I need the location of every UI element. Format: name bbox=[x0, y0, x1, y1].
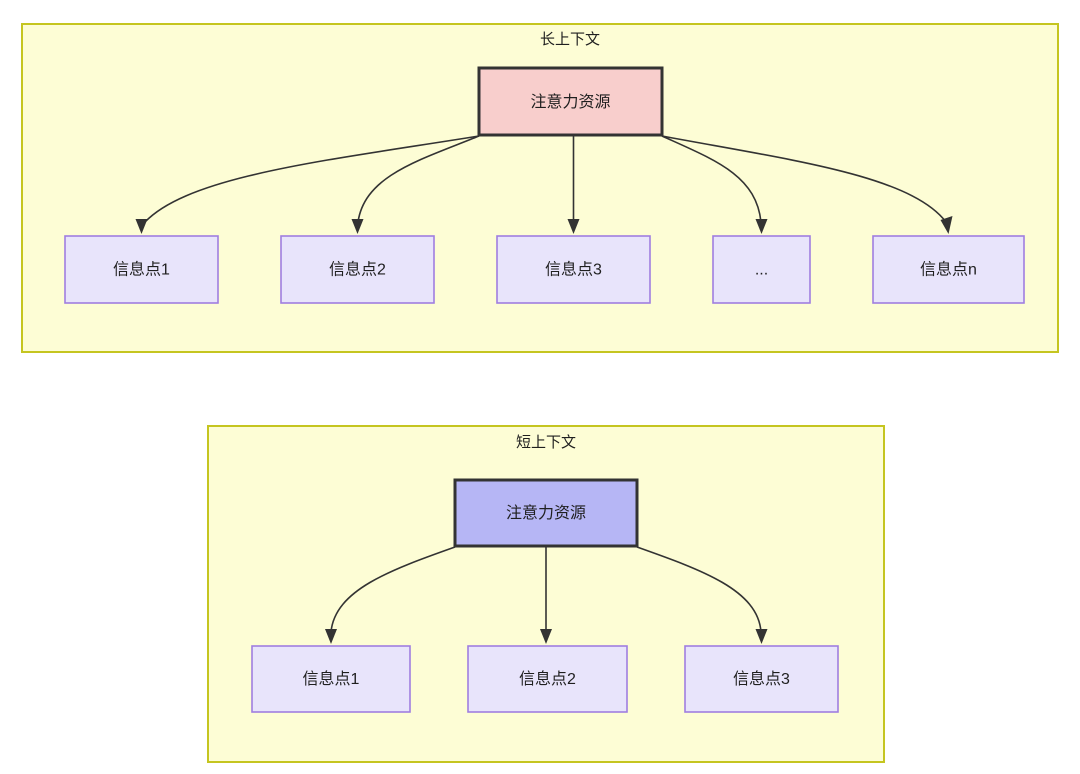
info-point-2-label: 信息点2 bbox=[329, 261, 386, 279]
arrowhead-info-point-s1 bbox=[325, 629, 337, 644]
node-info-point-1[interactable]: 信息点1 bbox=[64, 235, 219, 304]
edge-to-info-point-s3 bbox=[636, 546, 762, 633]
attention-resource-short-label: 注意力资源 bbox=[506, 503, 586, 522]
info-point-s1-label: 信息点1 bbox=[303, 670, 360, 688]
info-point-s2-box bbox=[467, 645, 628, 713]
edges-long-context bbox=[135, 135, 953, 234]
arrowhead-info-point-s2 bbox=[540, 629, 552, 644]
node-info-point-3[interactable]: 信息点3 bbox=[496, 235, 651, 304]
edge-to-info-point-n bbox=[661, 135, 947, 223]
attention-resource-long-label: 注意力资源 bbox=[530, 92, 610, 111]
group-long-context-title: 长上下文 bbox=[540, 31, 600, 48]
group-short-context-title: 短上下文 bbox=[516, 434, 576, 451]
edge-to-info-point-s1 bbox=[330, 546, 456, 633]
edges-short-context bbox=[325, 546, 768, 644]
info-point-ellipsis-label: ... bbox=[755, 262, 768, 279]
node-info-point-2[interactable]: 信息点2 bbox=[280, 235, 435, 304]
info-point-s2-label: 信息点2 bbox=[519, 670, 576, 688]
info-point-n-box bbox=[872, 235, 1025, 304]
arrowhead-info-point-ellipsis bbox=[755, 219, 768, 234]
edge-to-info-point-1 bbox=[144, 135, 480, 223]
arrowhead-info-point-s3 bbox=[755, 629, 768, 644]
node-attention-resource-short[interactable]: 注意力资源 bbox=[453, 478, 639, 548]
info-point-1-box bbox=[64, 235, 219, 304]
info-point-ellipsis-box bbox=[712, 235, 811, 304]
info-point-3-label: 信息点3 bbox=[545, 261, 602, 279]
arrowhead-info-point-2 bbox=[351, 219, 364, 234]
node-info-point-s2[interactable]: 信息点2 bbox=[467, 645, 628, 713]
node-info-point-s3[interactable]: 信息点3 bbox=[684, 645, 839, 713]
attention-resource-short-box bbox=[453, 478, 639, 548]
edge-to-info-point-2 bbox=[357, 135, 480, 223]
node-attention-resource-long[interactable]: 注意力资源 bbox=[477, 66, 664, 137]
info-point-2-box bbox=[280, 235, 435, 304]
info-point-s3-box bbox=[684, 645, 839, 713]
info-point-s3-label: 信息点3 bbox=[733, 670, 790, 688]
arrowhead-info-point-1 bbox=[135, 219, 148, 234]
edge-to-info-point-ellipsis bbox=[661, 135, 762, 223]
info-point-1-label: 信息点1 bbox=[113, 261, 170, 279]
node-info-point-s1[interactable]: 信息点1 bbox=[251, 645, 411, 713]
info-point-n-label: 信息点n bbox=[920, 261, 977, 279]
info-point-s1-box bbox=[251, 645, 411, 713]
arrowhead-info-point-n bbox=[940, 216, 953, 234]
arrowhead-info-point-3 bbox=[567, 219, 580, 234]
info-point-3-box bbox=[496, 235, 651, 304]
attention-resource-long-box bbox=[477, 66, 664, 137]
node-info-point-n[interactable]: 信息点n bbox=[872, 235, 1025, 304]
node-info-point-ellipsis[interactable]: ... bbox=[712, 235, 811, 304]
